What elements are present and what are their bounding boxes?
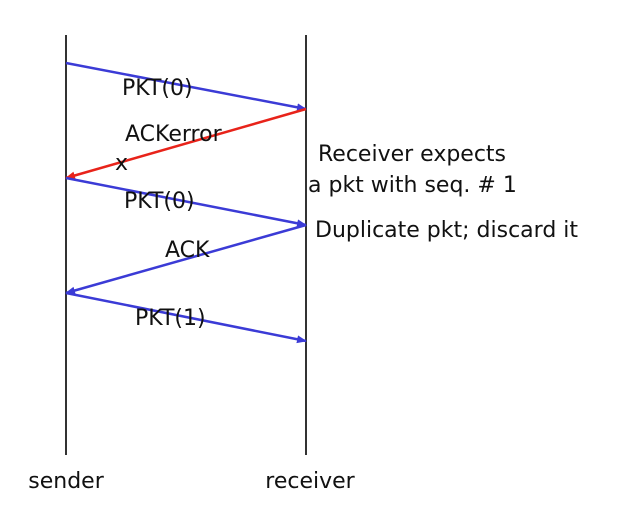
message-arrow-pkt1 (65, 291, 307, 344)
message-label-pkt0-first: PKT(0) (122, 76, 193, 101)
message-label-ack: ACK (165, 238, 210, 263)
sender-label: sender (28, 469, 104, 494)
message-arrow-pkt0-first (65, 61, 307, 112)
message-arrow-pkt0-retransmit (65, 176, 307, 228)
note-receiver-expects-line1: Receiver expects (318, 142, 506, 167)
error-mark: x (115, 151, 128, 176)
message-label-pkt0-retransmit: PKT(0) (124, 189, 195, 214)
message-label-pkt1: PKT(1) (135, 306, 206, 331)
note-receiver-expects-line2: a pkt with seq. # 1 (308, 173, 517, 198)
note-duplicate-discard: Duplicate pkt; discard it (315, 218, 578, 243)
message-arrow-ack (65, 223, 307, 295)
message-arrow-ack-error (65, 107, 307, 180)
receiver-label: receiver (265, 469, 355, 494)
message-label-ack-error: ACKerror (125, 122, 223, 147)
